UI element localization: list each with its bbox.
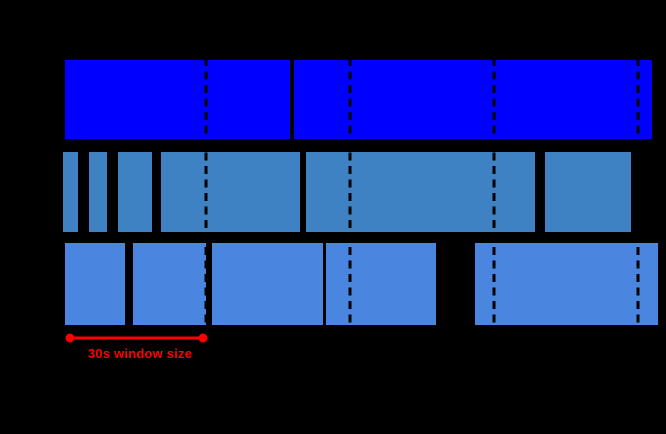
speech-segment-row-2 [118, 152, 152, 232]
speech-segment-row-2 [161, 152, 300, 232]
speech-segment-row-2 [63, 152, 78, 232]
speech-segment-row-1 [65, 60, 290, 139]
speech-segment-row-2 [89, 152, 107, 232]
speech-segment-row-3 [212, 243, 323, 325]
speech-segment-row-2 [306, 152, 535, 232]
speech-segment-row-3 [133, 243, 206, 325]
speech-segment-row-2 [545, 152, 631, 232]
window-size-label: 30s window size [88, 346, 193, 361]
speech-segment-row-3 [326, 243, 436, 325]
speech-segment-row-3 [475, 243, 658, 325]
speech-segment-row-1 [294, 60, 652, 139]
speech-segment-row-3 [65, 243, 125, 325]
